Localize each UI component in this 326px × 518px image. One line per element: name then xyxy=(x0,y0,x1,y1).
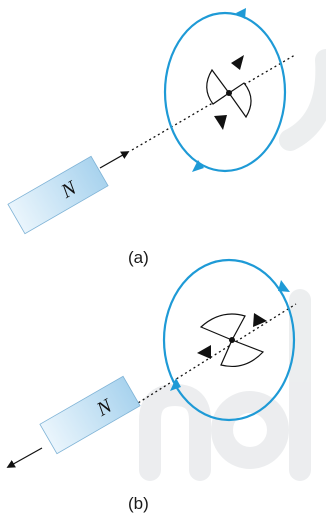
loop-arrow-top-a xyxy=(236,8,246,19)
current-arrows-b xyxy=(197,313,267,368)
loop-arrow-top-b xyxy=(278,280,290,292)
motion-arrow-a xyxy=(99,151,130,169)
coil-centre-a xyxy=(226,90,232,96)
caption-a: (a) xyxy=(128,248,149,267)
diagram-b: N xyxy=(6,258,297,468)
bar-magnet-b: N xyxy=(39,375,141,455)
loop-arrow-bottom-b xyxy=(170,378,181,391)
watermark xyxy=(139,49,326,481)
coil-centre-b xyxy=(229,337,235,343)
coil-loop-b xyxy=(162,258,296,422)
loop-arrow-bottom-a xyxy=(192,160,204,172)
axis-line-a xyxy=(131,54,296,151)
motion-arrow-b xyxy=(6,447,43,468)
diagram-a: N xyxy=(7,8,296,235)
coil-loop-a xyxy=(163,11,287,173)
caption-b: (b) xyxy=(128,494,149,513)
current-arrows-a xyxy=(206,55,252,130)
bar-magnet-a: N xyxy=(7,155,109,235)
